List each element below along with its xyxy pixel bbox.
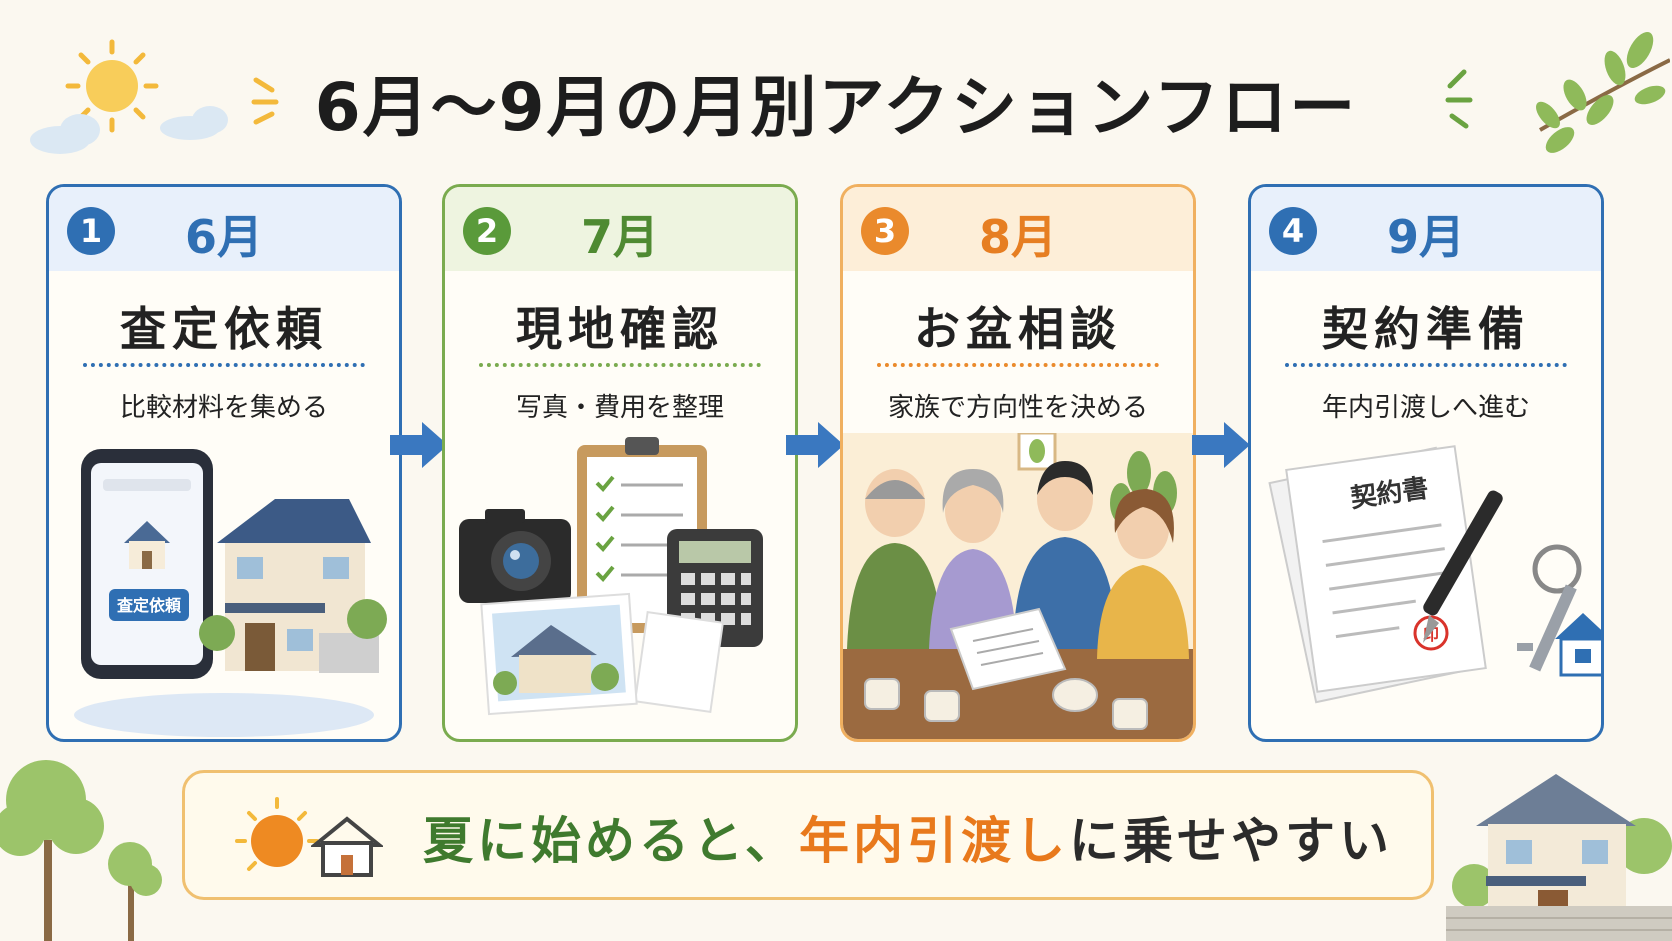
sun-cloud-decoration: [30, 39, 228, 154]
step-number-badge: 1: [67, 207, 115, 255]
banner-text-highlight: 年内引渡し: [799, 812, 1069, 870]
title-accent-right: [1445, 69, 1473, 129]
summary-banner: 夏に始めると、年内引渡しに乗せやすい: [182, 770, 1434, 900]
step-subtitle: 家族で方向性を決める: [887, 393, 1148, 423]
sun-icon: [235, 797, 319, 871]
step-card-september: 4 9月 契約準備 年内引渡しへ進む 契約書 印: [1248, 184, 1604, 742]
title-accent-left: [251, 77, 279, 125]
step-month: 9月: [1386, 210, 1465, 264]
step-month: 8月: [978, 210, 1057, 264]
arrow-right-icon: [1192, 422, 1250, 468]
banner-message: 夏に始めると、年内引渡しに乗せやすい: [423, 801, 1393, 873]
step-number-badge: 2: [463, 207, 511, 255]
camera-clipboard-calculator-illustration: [459, 437, 763, 716]
request-badge-text: 査定依頼: [117, 596, 182, 615]
step-subtitle: 写真・費用を整理: [515, 393, 724, 423]
contract-pen-key-illustration: 契約書 印: [1268, 445, 1601, 704]
dotted-divider: [479, 363, 761, 367]
dotted-divider: [877, 363, 1159, 367]
tree-decoration-left: [0, 760, 162, 941]
step-card-july: 2 7月 現地確認 写真・費用を整理: [442, 184, 798, 742]
step-month: 7月: [580, 210, 659, 264]
step-subtitle: 年内引渡しへ進む: [1321, 393, 1530, 423]
step-number-badge: 3: [861, 207, 909, 255]
dotted-divider: [83, 363, 365, 367]
phone-house-illustration: 査定依頼: [74, 449, 387, 737]
step-title: お盆相談: [914, 302, 1122, 356]
step-title: 現地確認: [516, 302, 724, 356]
step-title: 査定依頼: [120, 302, 328, 356]
step-card-august: 3 8月 お盆相談 家族で方向性を決める: [840, 184, 1196, 742]
arrow-right-icon: [390, 422, 448, 468]
step-title: 契約準備: [1322, 302, 1530, 356]
leaf-branch-decoration: [1536, 31, 1670, 153]
banner-text-part1: 夏に始めると、: [423, 812, 799, 870]
banner-text-part3: に乗せやすい: [1069, 812, 1393, 870]
arrow-right-icon: [786, 422, 844, 468]
page-title: 6月～9月の月別アクションフロー: [314, 69, 1358, 146]
house-decoration-right: [1446, 774, 1672, 941]
house-icon: [311, 816, 383, 877]
step-number-badge: 4: [1269, 207, 1317, 255]
family-meeting-illustration: [843, 433, 1193, 739]
step-card-june: 1 6月 査定依頼 比較材料を集める 査定依頼: [46, 184, 402, 742]
dotted-divider: [1285, 363, 1567, 367]
step-month: 6月: [184, 210, 263, 264]
step-subtitle: 比較材料を集める: [119, 393, 328, 423]
